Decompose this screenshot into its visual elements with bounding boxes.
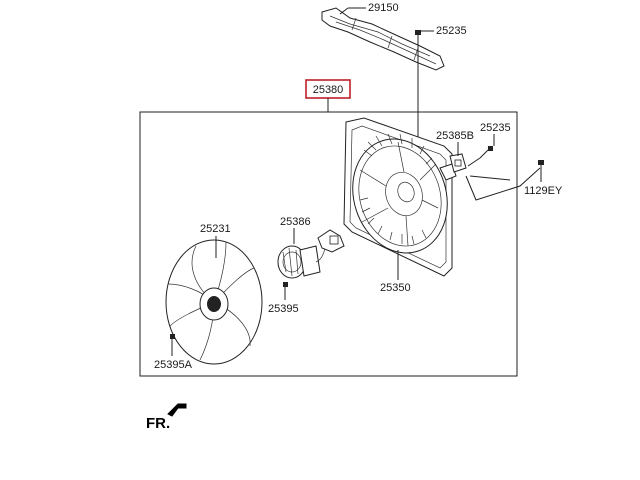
front-indicator-label: FR. — [146, 415, 170, 432]
bolt-right-part — [479, 146, 493, 159]
air-guard-part — [321, 7, 445, 71]
screw-motor-part — [283, 282, 288, 294]
bolt-1129-leader-3 — [469, 175, 511, 181]
shroud-label: 25350 — [380, 282, 411, 294]
front-arrow-icon — [167, 403, 187, 417]
air-guard-label: 29150 — [368, 2, 399, 14]
bolt-right-link — [467, 157, 481, 167]
bolt-right-label: 25235 — [480, 122, 511, 134]
bolt-1129-leader-2 — [465, 167, 541, 201]
bolt-1129-part — [538, 160, 544, 174]
screw-fan-label: 25395A — [154, 359, 193, 371]
fan-part — [165, 239, 263, 365]
bolt-top-label: 25235 — [436, 25, 467, 37]
screw-motor-label: 25395 — [268, 303, 299, 315]
bolt-top-part — [415, 30, 421, 44]
screw-fan-part — [170, 334, 175, 346]
air-guard-leader-2 — [339, 7, 349, 15]
resistor-label: 25385B — [436, 130, 474, 142]
assembly-code-label: 25380 — [313, 84, 344, 96]
motor-part — [277, 229, 345, 279]
bolt-1129-label: 1129EY — [524, 185, 563, 197]
motor-label: 25386 — [280, 216, 311, 228]
shroud-part — [343, 117, 457, 277]
fan-label: 25231 — [200, 223, 231, 235]
